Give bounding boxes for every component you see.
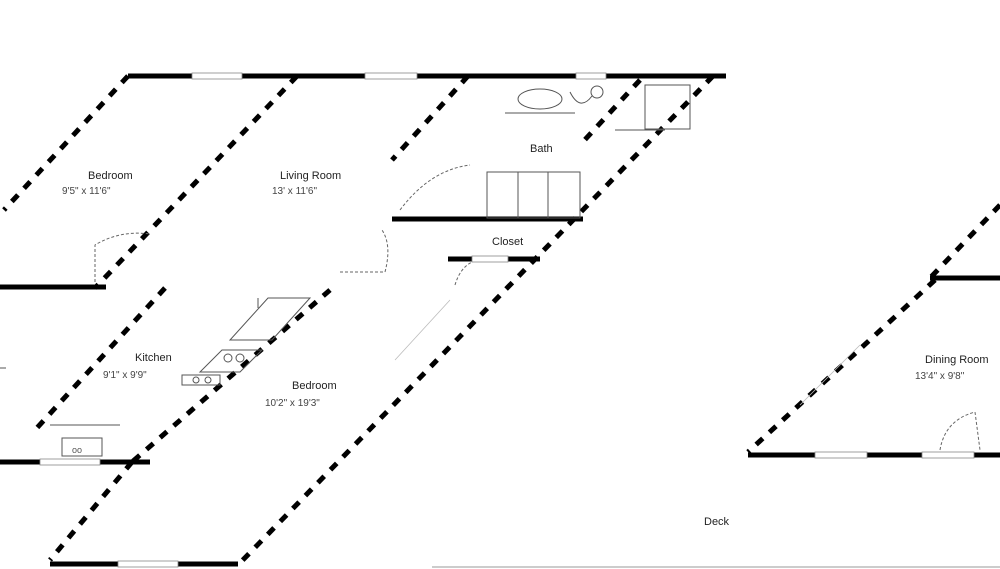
- kitchen-fixtures: oo: [0, 367, 221, 457]
- slanted-walls: [2, 74, 1000, 567]
- faint-slants: [394, 299, 861, 406]
- room-label-living-room: Living Room: [280, 170, 342, 182]
- interior-walls: [0, 216, 1000, 567]
- room-label-dining-room: Dining Room: [925, 354, 989, 366]
- room-label-closet: Closet: [492, 236, 524, 248]
- outer-wall-top: [128, 72, 726, 80]
- room-label-bath: Bath: [530, 143, 553, 155]
- room-size-bedroom-2: 10'2" x 19'3": [265, 398, 320, 409]
- room-label-kitchen: Kitchen: [135, 352, 172, 364]
- room-size-living-room: 13' x 11'6": [272, 186, 317, 197]
- bath-fixtures: [486, 84, 691, 219]
- svg-text:oo: oo: [72, 445, 82, 455]
- room-label-bedroom-1: Bedroom: [88, 170, 133, 182]
- room-size-bedroom-1: 9'5" x 11'6": [62, 186, 111, 197]
- windows: [39, 255, 975, 568]
- room-label-bedroom-2: Bedroom: [292, 380, 337, 392]
- door-swings: [94, 164, 981, 451]
- room-size-dining-room: 13'4" x 9'8": [915, 371, 965, 382]
- room-size-kitchen: 9'1" x 9'9": [103, 370, 147, 381]
- stairs: [198, 297, 312, 373]
- room-label-deck: Deck: [704, 516, 730, 528]
